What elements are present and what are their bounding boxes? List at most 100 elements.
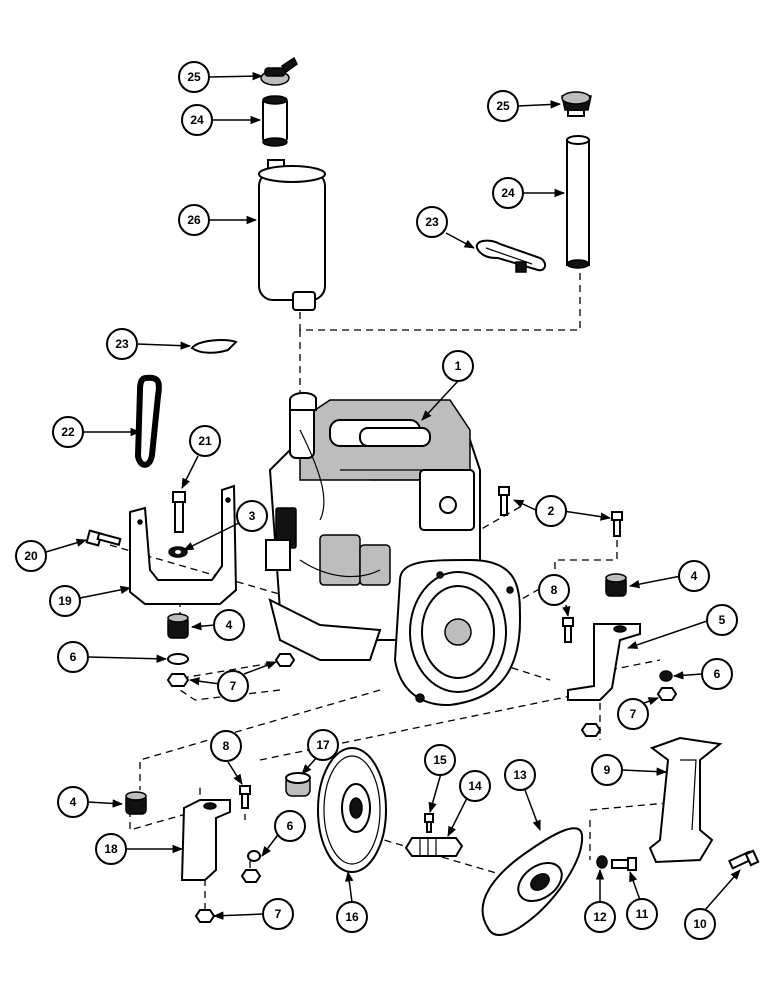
callout-circle-6c: 6 — [274, 810, 306, 842]
bracket-18 — [180, 799, 231, 881]
bolt-20 — [85, 529, 122, 547]
clamp-23-lower — [190, 339, 238, 354]
bushing-17 — [285, 772, 311, 797]
callout-circle-8a: 8 — [538, 574, 570, 606]
callout-circle-7b: 7 — [617, 698, 649, 730]
callout-label: 10 — [693, 917, 707, 931]
callout-label: 4 — [226, 618, 233, 632]
callout-label: 21 — [198, 434, 212, 448]
bracket-19 — [129, 484, 238, 605]
bolt-21 — [172, 491, 186, 533]
callout-circle-23b: 23 — [106, 328, 138, 360]
callout-circle-24b: 24 — [492, 177, 524, 209]
callout-circle-7a: 7 — [217, 670, 249, 702]
cap-25-left — [260, 56, 298, 86]
callout-label: 13 — [513, 768, 527, 782]
callout-circle-26: 26 — [178, 204, 210, 236]
engine-1 — [265, 392, 522, 707]
tube-24-short — [262, 95, 288, 147]
callout-circle-12: 12 — [584, 901, 616, 933]
callout-label: 6 — [287, 819, 294, 833]
callout-circle-17: 17 — [307, 729, 339, 761]
callout-circle-4c: 4 — [57, 786, 89, 818]
shaft-14 — [404, 837, 464, 857]
callout-label: 26 — [187, 213, 201, 227]
callout-label: 22 — [61, 425, 75, 439]
callout-label: 7 — [630, 707, 637, 721]
callout-label: 20 — [24, 549, 38, 563]
callout-circle-4b: 4 — [213, 609, 245, 641]
clutch-disc-16 — [317, 747, 387, 873]
callout-label: 9 — [604, 763, 611, 777]
callout-circle-9: 9 — [591, 754, 623, 786]
washers-6 — [167, 653, 673, 862]
callout-circle-20: 20 — [15, 540, 47, 572]
callout-label: 24 — [501, 186, 515, 200]
mount-4-right — [605, 573, 627, 597]
callout-label: 25 — [496, 99, 510, 113]
callout-label: 4 — [691, 569, 698, 583]
callout-circle-19: 19 — [49, 585, 81, 617]
cap-25-right — [561, 91, 592, 117]
air-cleaner-26 — [258, 159, 326, 311]
plate-13 — [481, 827, 584, 936]
bracket-9 — [648, 736, 723, 864]
callout-label: 3 — [249, 509, 256, 523]
clamp-23-upper — [475, 239, 546, 273]
washer-12 — [596, 855, 608, 869]
callout-circle-13: 13 — [504, 759, 536, 791]
callout-circle-22: 22 — [52, 416, 84, 448]
callout-label: 5 — [719, 613, 726, 627]
screw-15 — [424, 813, 434, 833]
callout-circle-10: 10 — [684, 908, 716, 940]
callout-label: 24 — [190, 113, 204, 127]
callout-label: 8 — [223, 739, 230, 753]
mount-4-lower — [125, 791, 147, 815]
callout-label: 14 — [468, 779, 482, 793]
callout-label: 12 — [593, 910, 607, 924]
callout-circle-7c: 7 — [262, 898, 294, 930]
belt-22 — [134, 374, 162, 468]
tube-24-long — [566, 135, 590, 269]
callout-circle-1: 1 — [442, 350, 474, 382]
callout-circle-6b: 6 — [701, 658, 733, 690]
callout-label: 15 — [433, 753, 447, 767]
callout-label: 23 — [115, 337, 129, 351]
callout-circle-24a: 24 — [181, 104, 213, 136]
callout-label: 8 — [551, 583, 558, 597]
callout-label: 25 — [187, 70, 201, 84]
callout-label: 6 — [714, 667, 721, 681]
callout-label: 16 — [345, 910, 359, 924]
callout-circle-25a: 25 — [178, 61, 210, 93]
callout-circle-4a: 4 — [678, 560, 710, 592]
callout-label: 17 — [316, 738, 330, 752]
callout-label: 7 — [230, 679, 237, 693]
bracket-5 — [567, 623, 641, 701]
callout-circle-8b: 8 — [210, 730, 242, 762]
callout-circle-5: 5 — [706, 604, 738, 636]
callout-circle-25b: 25 — [487, 90, 519, 122]
mount-4-left — [167, 613, 189, 639]
bolt-11 — [611, 857, 637, 871]
callout-circle-3: 3 — [236, 500, 268, 532]
bolts-2 — [498, 486, 623, 537]
callout-label: 1 — [455, 359, 462, 373]
callout-circle-11: 11 — [626, 898, 658, 930]
nuts-7 — [166, 653, 678, 923]
bolts-8 — [239, 617, 574, 809]
callout-circle-15: 15 — [424, 744, 456, 776]
callout-label: 2 — [548, 504, 555, 518]
bolt-10 — [728, 849, 760, 870]
callout-label: 6 — [70, 650, 77, 664]
callout-circle-21: 21 — [189, 425, 221, 457]
callout-circle-14: 14 — [459, 770, 491, 802]
callout-label: 19 — [58, 594, 72, 608]
callout-label: 18 — [104, 842, 118, 856]
callout-label: 7 — [275, 907, 282, 921]
callout-label: 23 — [425, 215, 439, 229]
callout-label: 4 — [70, 795, 77, 809]
callout-circle-18: 18 — [95, 833, 127, 865]
callout-circle-2: 2 — [535, 495, 567, 527]
callout-circle-6a: 6 — [57, 641, 89, 673]
